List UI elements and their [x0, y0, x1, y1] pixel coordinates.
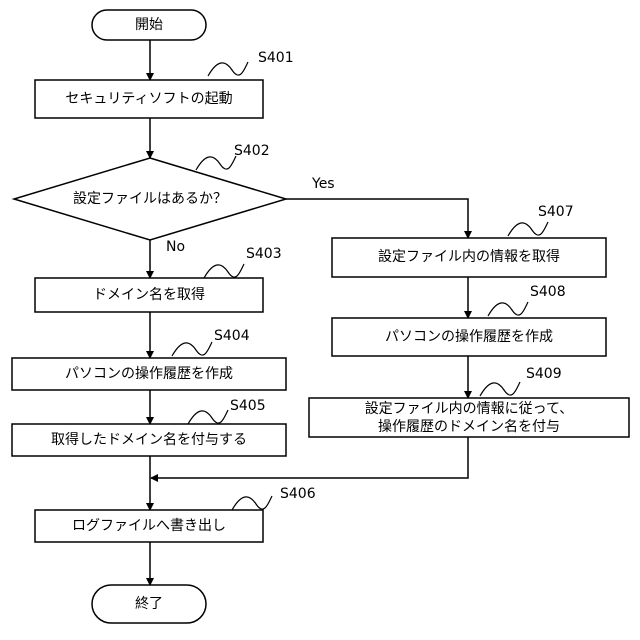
step-s409-text-line1: 設定ファイル内の情報に従って、	[365, 401, 574, 417]
step-s409-text-line2: 操作履歴のドメイン名を付与	[378, 419, 560, 435]
s405-leader	[188, 410, 228, 424]
step-s408-text: パソコンの操作履歴を作成	[385, 329, 553, 345]
step-s408-id: S408	[530, 284, 566, 300]
step-s406-text: ログファイルへ書き出し	[72, 518, 226, 534]
step-s403-id: S403	[246, 246, 282, 262]
s402-leader	[196, 156, 236, 170]
step-s402-text: 設定ファイルはあるか？	[73, 191, 227, 207]
step-s407-id: S407	[538, 204, 574, 220]
s404-leader	[172, 342, 212, 356]
step-s401-id: S401	[258, 50, 294, 66]
step-s401-text: セキュリティソフトの起動	[65, 91, 232, 107]
arrow-s402-s407	[286, 199, 468, 238]
s403-leader	[204, 264, 244, 278]
step-s409-id: S409	[526, 366, 562, 382]
s409-leader	[480, 382, 520, 396]
step-s407-text: 設定ファイル内の情報を取得	[378, 248, 560, 265]
branch-no-label: No	[166, 239, 185, 255]
step-s402-id: S402	[234, 143, 270, 159]
branch-yes-label: Yes	[311, 176, 335, 192]
step-s405-id: S405	[230, 398, 266, 414]
s407-leader	[508, 222, 548, 236]
step-s404-id: S404	[214, 328, 250, 344]
step-s405-text: 取得したドメイン名を付与する	[51, 431, 247, 448]
step-s404-text: パソコンの操作履歴を作成	[65, 366, 233, 382]
s406-leader	[232, 496, 272, 510]
step-s406-id: S406	[280, 486, 316, 502]
end-label: 終了	[135, 596, 163, 612]
s401-leader	[208, 62, 248, 76]
start-label: 開始	[135, 17, 163, 33]
step-s403-text: ドメイン名を取得	[93, 286, 205, 303]
s408-leader	[488, 302, 528, 316]
